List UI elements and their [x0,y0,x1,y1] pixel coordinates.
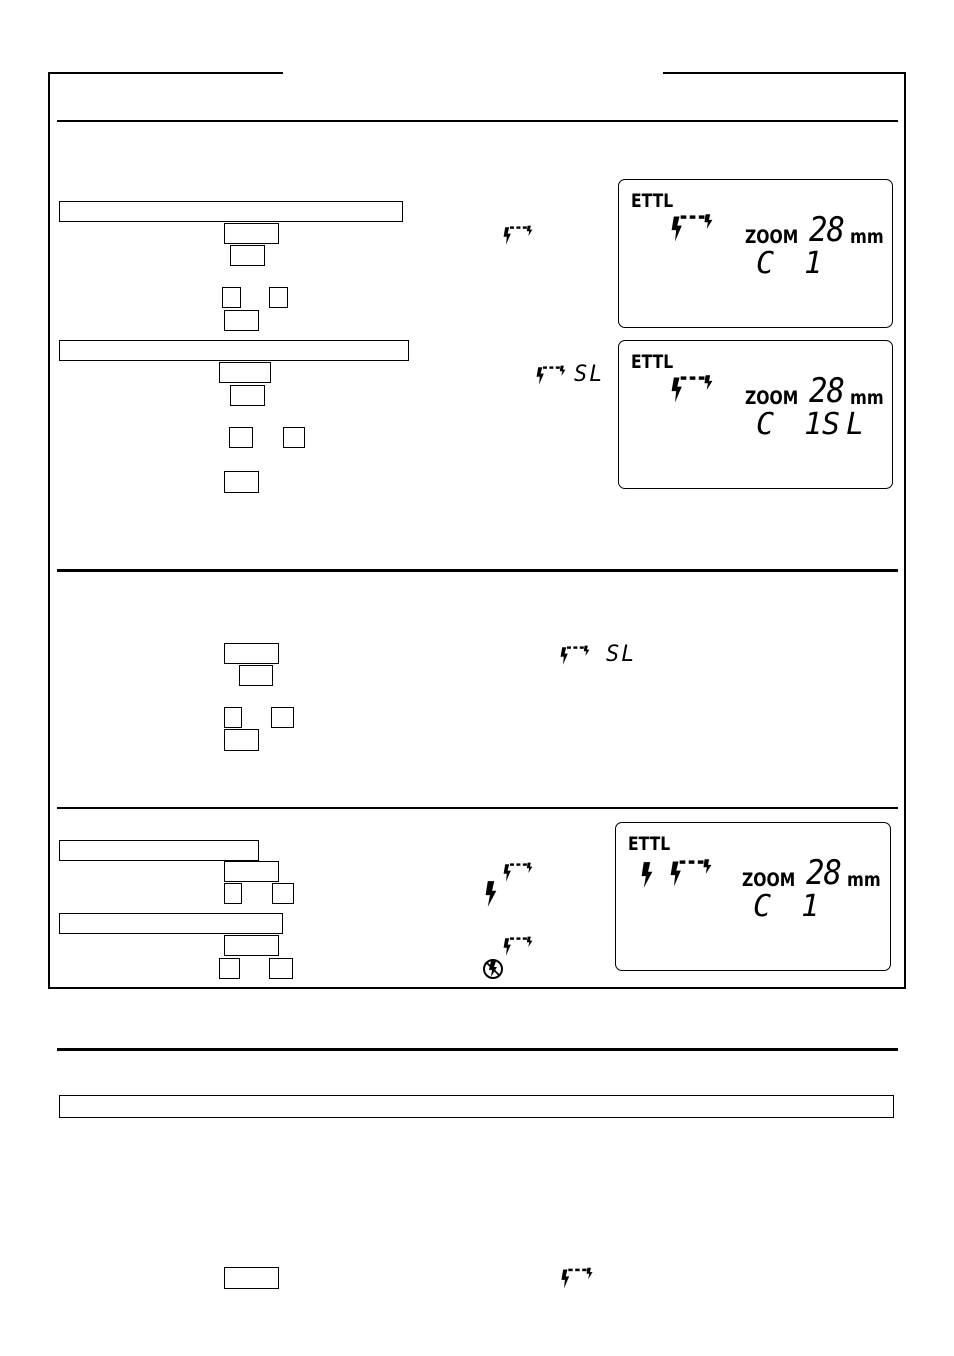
heading-bar-2 [59,340,409,361]
heading-bar-3 [59,840,259,861]
frame-right [904,72,906,989]
section-divider-4 [57,1048,898,1051]
button-10 [224,471,259,493]
lcd-panel-1: ETTL ZOOM 28 mm C 1 [618,179,893,328]
button-22 [224,1267,279,1289]
lcd-channel: C 1 [753,889,826,924]
heading-bar-1 [59,201,403,222]
button-3 [222,287,241,308]
button-18 [272,883,294,904]
lcd-zoom-value: 28 [809,210,845,250]
lcd-zoom-label: ZOOM [745,226,799,248]
frame-top-left [48,72,283,74]
button-17 [224,883,242,904]
button-15 [224,729,259,751]
lcd-zoom-value: 28 [806,853,842,893]
wireless-flash-icon [500,224,536,248]
button-20 [219,958,240,979]
heading-bar-5 [59,1095,894,1118]
button-16 [224,861,279,882]
wireless-flash-icon [666,857,716,891]
lcd-channel: C 1 [756,246,829,281]
wireless-flash-icon [500,935,536,959]
lcd-zoom-label: ZOOM [745,387,799,409]
button-14 [271,707,294,728]
frame-bottom [48,987,906,989]
lcd-zoom-unit: mm [850,387,884,409]
button-12 [239,665,273,686]
button-5 [224,310,259,331]
wireless-flash-icon [557,644,593,668]
heading-bar-4 [59,913,283,934]
lcd-channel: C 1 [756,407,829,442]
section-divider-1 [57,120,898,122]
flash-icon [640,861,654,889]
section-divider-3 [57,807,898,809]
button-19 [224,935,279,956]
button-1 [224,223,279,244]
button-8 [229,427,253,448]
button-21 [269,958,293,979]
lcd-panel-2: ETTL ZOOM 28 mm C 1 SL [618,340,893,489]
lcd-zoom-unit: mm [847,869,881,891]
wireless-flash-icon [533,364,569,388]
frame-top-right [663,72,906,74]
button-4 [269,287,288,308]
button-13 [224,707,242,728]
lcd-zoom-label: ZOOM [742,869,796,891]
lcd-panel-3: ETTL ZOOM 28 mm C 1 [615,822,891,971]
button-11 [224,643,279,664]
lcd-zoom-value: 28 [809,371,845,411]
button-6 [219,362,271,383]
button-7 [230,385,265,406]
frame-left [48,72,50,989]
section-divider-2 [57,569,898,572]
flash-icon [484,880,498,908]
lcd-zoom-unit: mm [850,226,884,248]
wireless-flash-icon [557,1266,597,1292]
lcd-ettl-label: ETTL [631,190,674,212]
wireless-flash-icon [667,373,717,407]
wireless-flash-icon [667,212,717,246]
lcd-slave-mode: SL [822,407,871,442]
flash-off-icon [483,959,503,979]
button-9 [283,427,305,448]
slave-mode-indicator: SL [574,362,605,387]
wireless-flash-icon [500,861,536,885]
lcd-ettl-label: ETTL [631,351,674,373]
button-2 [230,245,265,266]
slave-mode-indicator: SL [606,642,637,667]
lcd-ettl-label: ETTL [628,833,671,855]
